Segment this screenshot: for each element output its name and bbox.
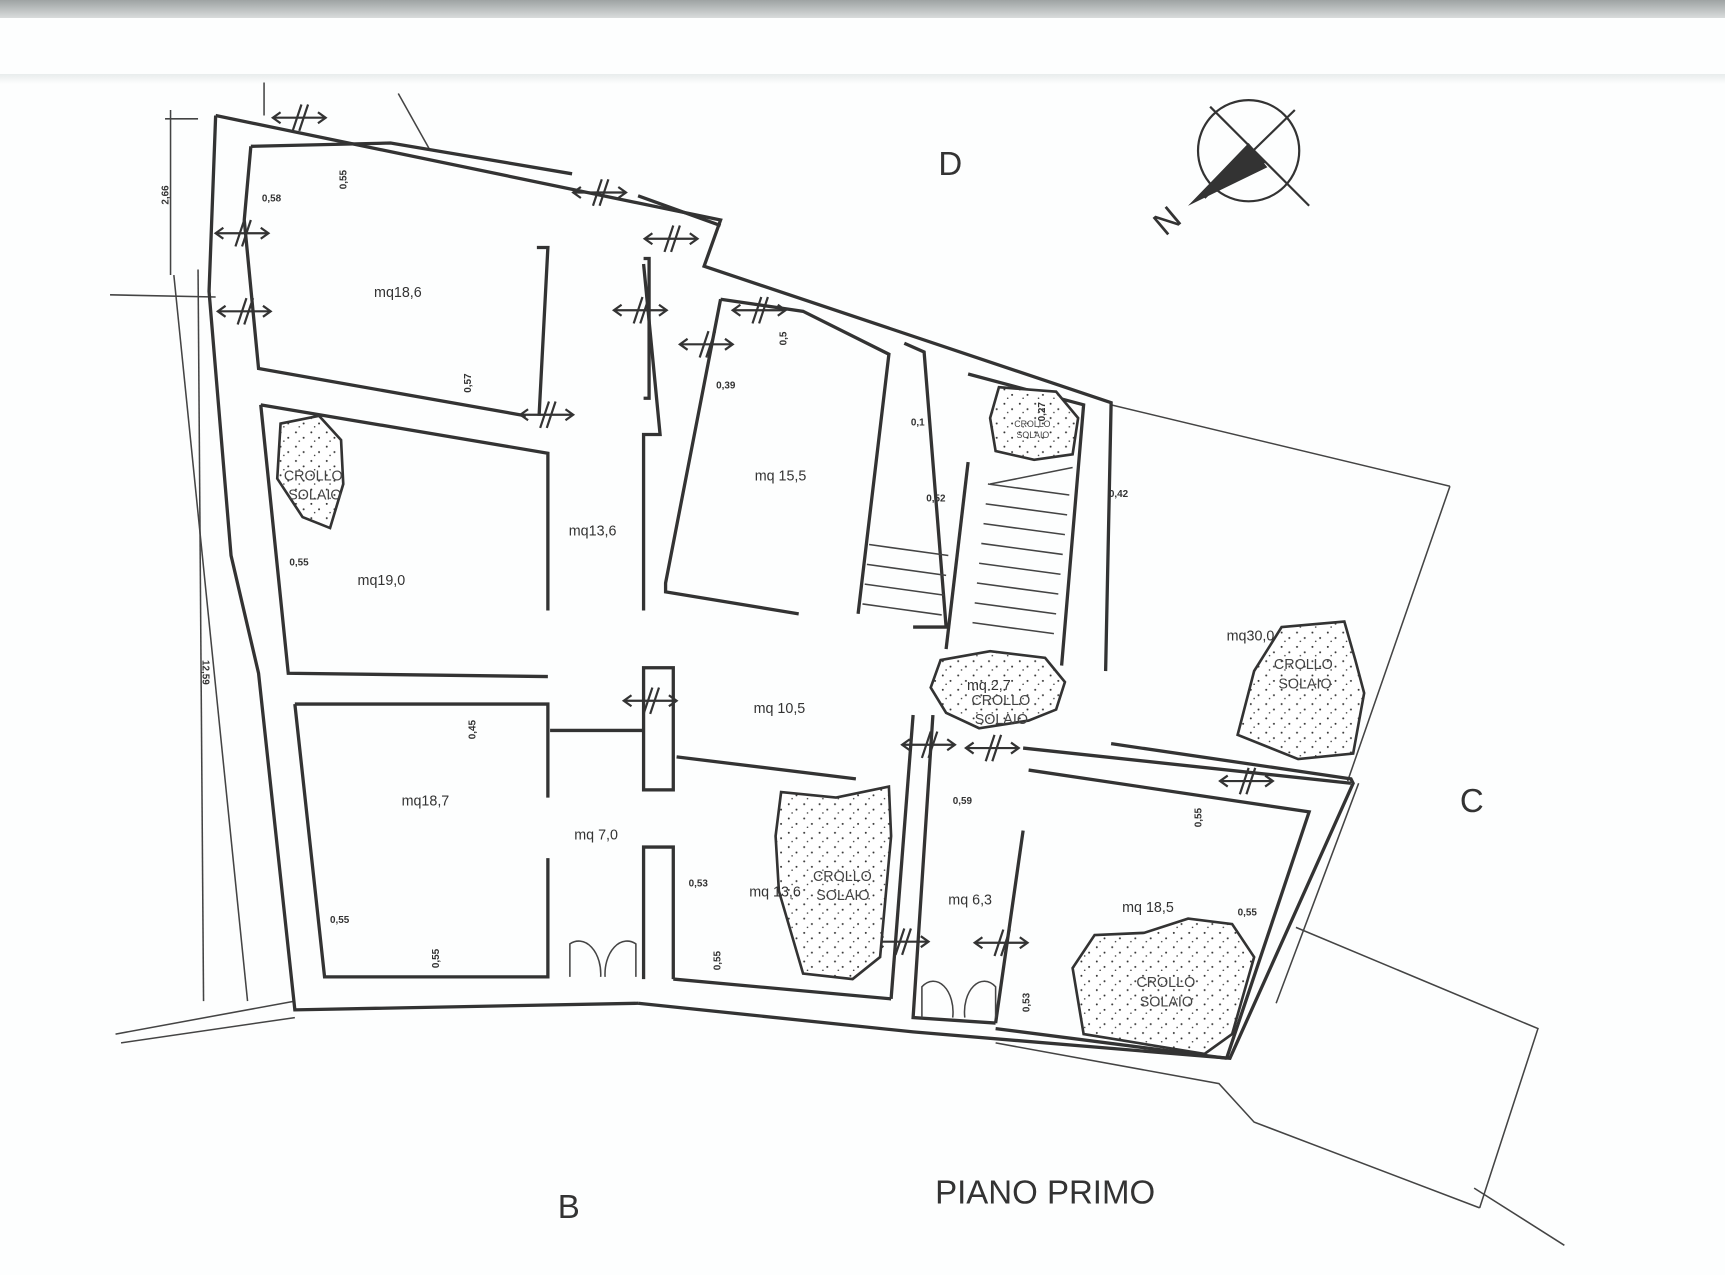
collapse-label: SOLAIO	[975, 712, 1028, 728]
dimension-label: 0,45	[467, 720, 478, 740]
room-area: mq 18,5	[1122, 900, 1174, 916]
door-symbol	[1218, 766, 1274, 796]
dimension-label: 2,66	[160, 185, 171, 205]
door-symbol	[973, 928, 1029, 958]
dimension-label: 0,55	[339, 169, 350, 189]
door-symbol	[964, 733, 1020, 763]
paper-fold	[0, 74, 1725, 84]
dimension-labels: 2,66 12,59 0,58 0,55 0,57 0,55 0,39 0,5 …	[160, 169, 1257, 1012]
overall-dimension-lines	[165, 110, 205, 1002]
collapse-label: CROLLO	[1136, 975, 1195, 991]
stairs	[862, 466, 1073, 635]
room-area: mq 13,6	[749, 885, 801, 901]
dimension-label: 0,27	[1037, 402, 1048, 422]
collapse-label: CROLLO	[971, 693, 1030, 709]
door-symbol	[678, 330, 734, 359]
dimension-label: 0,55	[289, 557, 309, 568]
door-symbol	[622, 686, 678, 716]
door-symbol	[572, 178, 628, 207]
room-area: mq18,6	[374, 285, 422, 301]
dimension-label: 0,55	[713, 951, 724, 971]
dimension-label: 0,55	[330, 915, 350, 926]
dimension-label: 0,55	[1193, 808, 1204, 828]
collapse-label: SOLAIO	[1017, 430, 1050, 440]
room-area: mq 7,0	[574, 827, 618, 843]
collapse-label: CROLLO	[813, 869, 872, 885]
room-area: mq 15,5	[755, 469, 807, 485]
dimension-label: 0,52	[926, 494, 946, 505]
door-symbol	[271, 103, 327, 133]
collapse-label: SOLAIO	[1140, 995, 1193, 1011]
dimension-label: 0,58	[262, 193, 282, 204]
dimension-label: 0,53	[1022, 992, 1033, 1012]
door-symbol	[216, 297, 272, 326]
side-label-d: D	[938, 145, 962, 182]
collapse-labels: CROLLO SOLAIO CROLLO SOLAIO CROLLO SOLAI…	[284, 419, 1333, 1011]
room-area: mq 2,7	[967, 678, 1011, 694]
dimension-label: 0,53	[689, 879, 709, 890]
scan-edge	[0, 0, 1725, 18]
room-area: mq30,0	[1227, 628, 1275, 644]
dimension-label: 0,55	[1238, 907, 1258, 918]
dimension-label: 0,42	[1109, 489, 1129, 500]
north-label: N	[1146, 199, 1188, 243]
dimension-label: 0,55	[431, 948, 442, 968]
collapse-areas	[275, 385, 1366, 1056]
north-arrow-icon: N	[1146, 99, 1310, 243]
dimension-label: 0,1	[911, 418, 925, 429]
door-symbol	[519, 400, 575, 430]
site-lines	[110, 82, 1565, 1246]
door-symbol	[214, 218, 270, 248]
side-label-b: B	[558, 1188, 580, 1225]
walls	[207, 113, 1355, 1061]
door-symbol	[612, 295, 668, 325]
dimension-label: 0,59	[953, 796, 973, 807]
collapse-label: SOLAIO	[1278, 677, 1331, 693]
collapse-label: CROLLO	[284, 469, 343, 485]
room-area: mq 6,3	[948, 892, 992, 908]
room-area: mq 10,5	[754, 701, 806, 717]
room-area-labels: mq18,6 mq19,0 mq13,6 mq 15,5 mq30,0 mq 2…	[358, 285, 1275, 916]
dimension-label: 0,5	[779, 331, 790, 345]
collapse-label: SOLAIO	[288, 487, 341, 503]
dimension-label: 12,59	[199, 660, 210, 685]
door-symbol	[643, 224, 699, 254]
collapse-label: SOLAIO	[816, 888, 869, 904]
collapse-label: CROLLO	[1274, 657, 1333, 673]
plan-title: PIANO PRIMO	[935, 1173, 1155, 1210]
collapse-label: CROLLO	[1014, 419, 1050, 429]
side-label-c: C	[1460, 782, 1484, 819]
dimension-label: 0,57	[463, 373, 474, 393]
room-area: mq18,7	[402, 793, 450, 809]
room-area: mq19,0	[358, 573, 406, 589]
door-symbols	[214, 103, 1274, 958]
room-area: mq13,6	[569, 524, 617, 540]
dimension-label: 0,39	[716, 380, 736, 391]
